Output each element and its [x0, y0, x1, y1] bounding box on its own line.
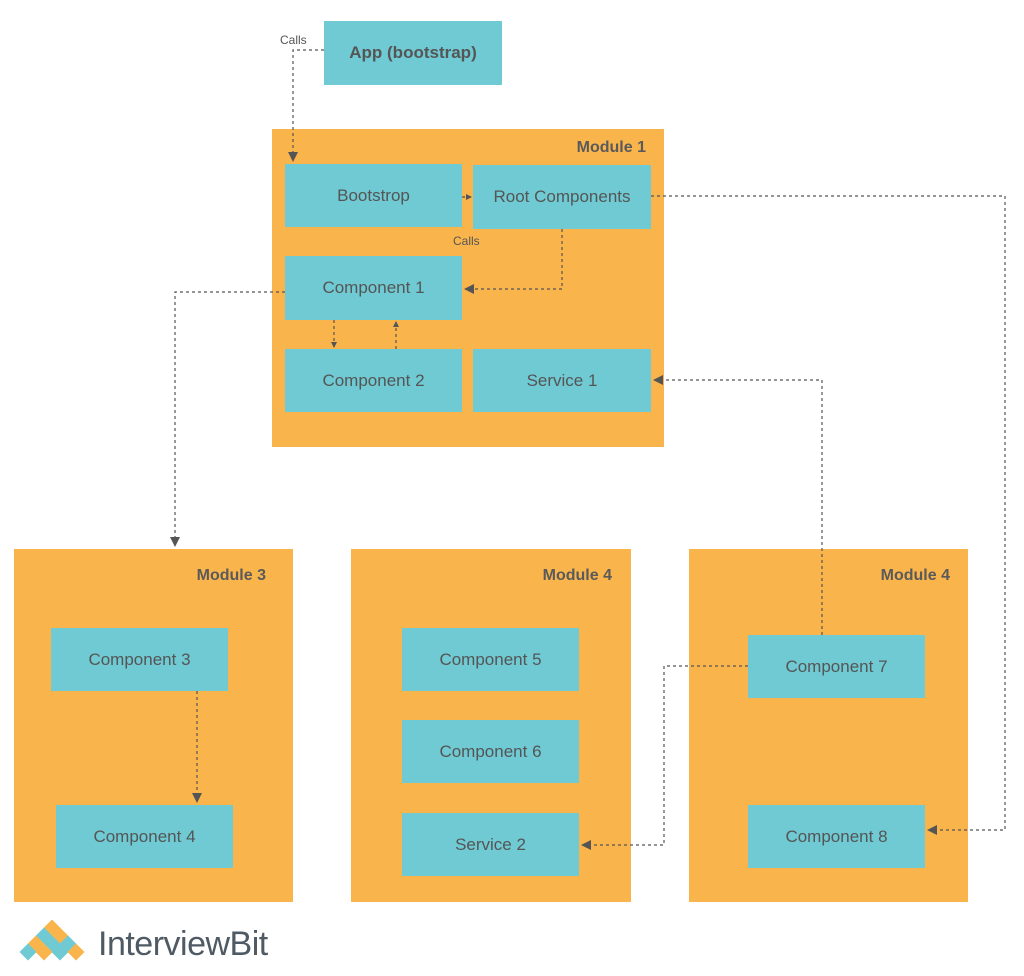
edge-component1-to-module3: [170, 291, 285, 547]
service-2-node: Service 2: [402, 813, 579, 876]
module-4-right-title: Module 4: [880, 567, 950, 584]
interviewbit-logo-icon: [19, 920, 85, 961]
app-bootstrap-node: App (bootstrap): [324, 21, 502, 85]
component-5-node: Component 5: [402, 628, 579, 691]
module-1-title: Module 1: [576, 139, 646, 156]
component-4-node: Component 4: [56, 805, 233, 868]
root-components-node: Root Components: [473, 165, 651, 229]
component-2-node: Component 2: [285, 349, 462, 412]
component-6-node: Component 6: [402, 720, 579, 783]
component-7-node: Component 7: [748, 635, 925, 698]
interviewbit-logo: InterviewBit: [14, 916, 268, 972]
calls-label-top: Calls: [280, 33, 307, 47]
bootstrop-node: Bootstrop: [285, 164, 462, 227]
component-1-node: Component 1: [285, 256, 462, 320]
module-4-middle-title: Module 4: [542, 567, 612, 584]
interviewbit-logo-text: InterviewBit: [98, 924, 268, 963]
calls-label-mid: Calls: [453, 234, 480, 248]
service-1-node: Service 1: [473, 349, 651, 412]
component-8-node: Component 8: [748, 805, 925, 868]
component-3-node: Component 3: [51, 628, 228, 691]
module-3-title: Module 3: [196, 567, 266, 584]
